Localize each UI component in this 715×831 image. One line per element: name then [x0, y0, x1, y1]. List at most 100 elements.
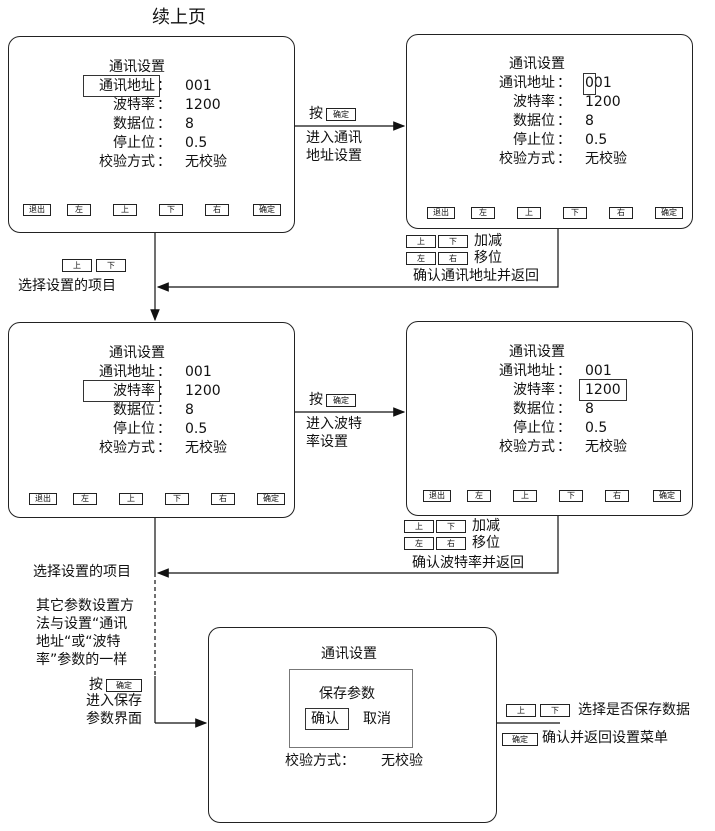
- colon: ：: [557, 75, 571, 91]
- right-button[interactable]: 右: [211, 493, 235, 505]
- confirm-button[interactable]: 确定: [257, 493, 285, 505]
- down-key: 下: [540, 704, 570, 717]
- enter-baud-note-line2: 率设置: [306, 434, 348, 450]
- exit-button[interactable]: 退出: [427, 207, 455, 219]
- field-label-databits: 数据位: [513, 113, 555, 129]
- enter-baud-note-line1: 进入波特: [306, 416, 362, 432]
- save-confirm-option[interactable]: 确认: [311, 711, 339, 727]
- colon: ：: [557, 382, 571, 398]
- shift-note: 移位: [474, 250, 502, 266]
- right-button[interactable]: 右: [609, 207, 633, 219]
- field-label-stopbits: 停止位: [113, 135, 155, 151]
- up-key: 上: [404, 520, 434, 533]
- up-button[interactable]: 上: [113, 204, 137, 216]
- screen-title: 通讯设置: [509, 56, 565, 72]
- field-label-databits: 数据位: [513, 401, 555, 417]
- field-label-databits: 数据位: [113, 402, 155, 418]
- field-label-address: 通讯地址: [499, 75, 555, 91]
- screen-title: 通讯设置: [509, 344, 565, 360]
- left-key: 左: [406, 252, 436, 265]
- other-params-note-line1: 其它参数设置方: [36, 598, 134, 614]
- down-key: 下: [438, 235, 468, 248]
- screen-save-params: 通讯设置 保存参数 确认 取消 校验方式： 无校验: [208, 627, 497, 823]
- up-button[interactable]: 上: [513, 490, 537, 502]
- field-value-address: 001: [585, 75, 612, 91]
- field-label-baud: 波特率: [513, 382, 555, 398]
- field-label-baud: 波特率: [113, 97, 155, 113]
- field-value-databits: 8: [585, 401, 594, 417]
- screen-baud-edit: 通讯设置 通讯地址 ： 001 波特率 ： 1200 数据位 ： 8 停止位 ：…: [406, 321, 693, 516]
- enter-address-note-line2: 地址设置: [306, 148, 362, 164]
- field-label-parity: 校验方式: [99, 440, 155, 456]
- field-value-parity: 无校验: [185, 440, 227, 456]
- select-item-note: 选择设置的项目: [18, 278, 116, 294]
- confirm-button[interactable]: 确定: [655, 207, 683, 219]
- save-cancel-option[interactable]: 取消: [363, 711, 391, 727]
- field-label-stopbits: 停止位: [113, 421, 155, 437]
- left-button[interactable]: 左: [471, 207, 495, 219]
- field-value-address: 001: [185, 364, 212, 380]
- confirm-key: 确定: [502, 733, 538, 746]
- up-key: 上: [62, 259, 92, 272]
- confirm-button[interactable]: 确定: [653, 490, 681, 502]
- exit-button[interactable]: 退出: [29, 493, 57, 505]
- colon: ：: [157, 116, 171, 132]
- field-value-stopbits: 0.5: [185, 421, 208, 437]
- exit-button[interactable]: 退出: [423, 490, 451, 502]
- down-button[interactable]: 下: [159, 204, 183, 216]
- down-button[interactable]: 下: [165, 493, 189, 505]
- confirm-address-note: 确认通讯地址并返回: [413, 268, 539, 284]
- field-value-baud: 1200: [585, 382, 621, 398]
- down-key: 下: [436, 520, 466, 533]
- screen-baud-select: 通讯设置 通讯地址 ： 001 波特率 ： 1200 数据位 ： 8 停止位 ：…: [8, 322, 295, 518]
- down-button[interactable]: 下: [559, 490, 583, 502]
- confirm-key: 确定: [106, 679, 142, 692]
- screen-address-edit: 通讯设置 通讯地址 ： 001 波特率 ： 1200 数据位 ： 8 停止位 ：…: [406, 34, 693, 229]
- left-key: 左: [404, 537, 434, 550]
- colon: ：: [157, 78, 171, 94]
- field-value-address: 001: [185, 78, 212, 94]
- enter-address-note-line1: 进入通讯: [306, 130, 362, 146]
- field-label-databits: 数据位: [113, 116, 155, 132]
- save-footer-value: 无校验: [381, 753, 423, 769]
- press-label: 按: [309, 106, 323, 122]
- cursor-frame: [583, 73, 596, 95]
- colon: ：: [157, 135, 171, 151]
- colon: ：: [557, 363, 571, 379]
- other-params-note-line4: 率”参数的一样: [36, 652, 128, 668]
- colon: ：: [557, 439, 571, 455]
- left-button[interactable]: 左: [73, 493, 97, 505]
- right-button[interactable]: 右: [205, 204, 229, 216]
- selection-frame: [83, 380, 160, 402]
- colon: ：: [157, 97, 171, 113]
- inc-dec-note: 加减: [472, 518, 500, 534]
- confirm-selection-frame: [305, 708, 349, 730]
- selection-frame: [83, 75, 160, 97]
- field-value-baud: 1200: [185, 97, 221, 113]
- screen-address-select: 通讯设置 通讯地址 ： 001 波特率 ： 1200 数据位 ： 8 停止位 ：…: [8, 36, 295, 233]
- field-value-address: 001: [585, 363, 612, 379]
- left-button[interactable]: 左: [67, 204, 91, 216]
- down-button[interactable]: 下: [563, 207, 587, 219]
- colon: ：: [157, 364, 171, 380]
- right-button[interactable]: 右: [605, 490, 629, 502]
- field-label-parity: 校验方式: [499, 151, 555, 167]
- other-params-note-line2: 法与设置“通讯: [36, 616, 128, 632]
- exit-button[interactable]: 退出: [23, 204, 51, 216]
- confirm-return-note: 确认并返回设置菜单: [542, 730, 668, 746]
- left-button[interactable]: 左: [467, 490, 491, 502]
- confirm-button[interactable]: 确定: [253, 204, 281, 216]
- arrow-return-address: [156, 229, 559, 292]
- field-value-stopbits: 0.5: [585, 132, 608, 148]
- enter-save-note-line1: 进入保存: [86, 693, 142, 709]
- other-params-note-line3: 地址“或“波特: [36, 634, 121, 650]
- right-key: 右: [436, 537, 466, 550]
- colon: ：: [557, 420, 571, 436]
- save-screen-title: 通讯设置: [321, 646, 377, 662]
- colon: ：: [557, 151, 571, 167]
- up-button[interactable]: 上: [517, 207, 541, 219]
- up-button[interactable]: 上: [119, 493, 143, 505]
- field-label-address: 通讯地址: [99, 364, 155, 380]
- down-key: 下: [96, 259, 126, 272]
